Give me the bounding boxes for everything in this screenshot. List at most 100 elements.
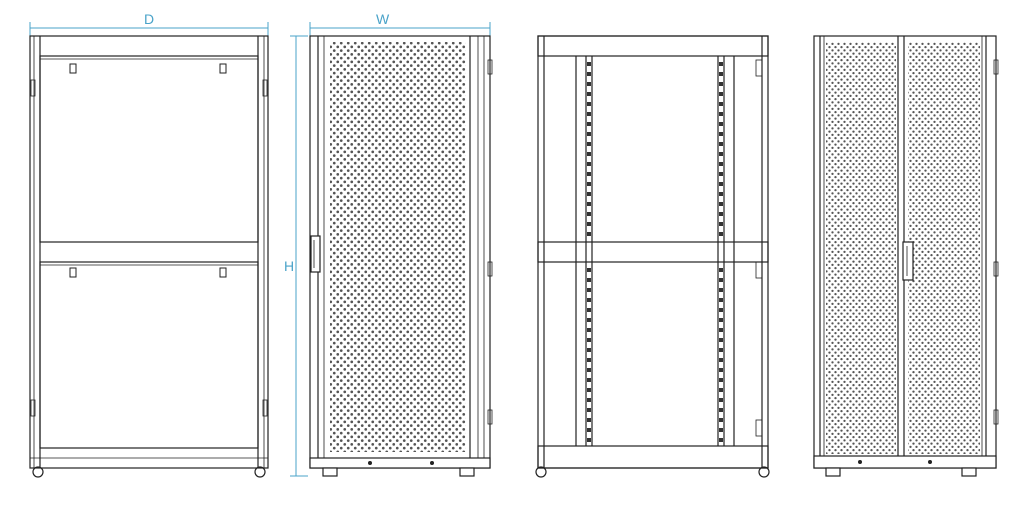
rack-rail-hole: [719, 162, 723, 166]
rack-rail-hole: [719, 348, 723, 352]
frame-caster-right: [758, 466, 770, 478]
frame-view: [535, 35, 770, 478]
rack-rail-hole: [719, 298, 723, 302]
side-view: [29, 35, 269, 478]
rack-rail-hole: [719, 328, 723, 332]
rack-rail-hole: [587, 192, 591, 196]
frame-bottom-beam: [537, 445, 769, 469]
rack-rail-hole: [587, 408, 591, 412]
rack-rail-hole: [719, 368, 723, 372]
side-caster-right: [254, 466, 266, 478]
frame-caster-left: [535, 466, 547, 478]
rack-rail-left: [575, 56, 593, 446]
rack-rail-hole: [587, 418, 591, 422]
rack-rail-hole: [719, 212, 723, 216]
rack-rail-hole: [587, 62, 591, 66]
rack-rail-hole: [587, 278, 591, 282]
double-door-view: [813, 35, 999, 477]
rack-rail-hole: [587, 132, 591, 136]
rack-rail-hole: [587, 348, 591, 352]
rack-rail-hole: [719, 288, 723, 292]
rack-rail-hole: [719, 278, 723, 282]
rack-rail-hole: [587, 318, 591, 322]
rack-rail-hole: [587, 438, 591, 442]
rack-rail-hole: [587, 112, 591, 116]
rack-rail-hole: [587, 378, 591, 382]
rack-rail-hole: [719, 378, 723, 382]
rack-rail-hole: [587, 162, 591, 166]
front-door-view: [309, 35, 493, 477]
rack-rail-hole: [719, 268, 723, 272]
rack-rail-hole: [587, 142, 591, 146]
rack-rail-hole: [587, 222, 591, 226]
side-latch-upper-right: [219, 63, 227, 74]
front-door-handle: [310, 235, 321, 273]
rack-rail-hole: [587, 268, 591, 272]
rack-rail-hole: [587, 182, 591, 186]
double-door-left-perforation: [826, 42, 896, 454]
double-door-foot-left: [825, 467, 841, 477]
rack-rail-hole: [719, 192, 723, 196]
rack-rail-hole: [719, 232, 723, 236]
rack-rail-hole: [587, 232, 591, 236]
rack-rail-hole: [719, 338, 723, 342]
rack-rail-hole: [587, 298, 591, 302]
front-door-perforation: [330, 42, 466, 452]
side-latch-upper-left: [69, 63, 77, 74]
rack-rail-hole: [719, 72, 723, 76]
frame-middle-beam: [537, 241, 769, 263]
rack-rail-hole: [587, 172, 591, 176]
rack-rail-hole: [587, 338, 591, 342]
side-view-outline: [29, 35, 269, 469]
rack-rail-hole: [719, 408, 723, 412]
rack-rail-hole: [587, 428, 591, 432]
rack-rail-hole: [719, 142, 723, 146]
rack-rail-hole: [719, 358, 723, 362]
rack-rail-hole: [719, 132, 723, 136]
rack-rail-hole: [719, 92, 723, 96]
rack-rail-hole: [587, 308, 591, 312]
rack-rail-hole: [719, 152, 723, 156]
rack-rail-holes: [587, 62, 723, 442]
rack-rail-hole: [719, 122, 723, 126]
rack-rail-hole: [587, 92, 591, 96]
side-caster-left: [32, 466, 44, 478]
side-latch-lower-left: [69, 267, 77, 278]
double-door-foot-right: [961, 467, 977, 477]
rack-rail-hole: [719, 428, 723, 432]
rack-rail-hole: [587, 82, 591, 86]
rack-rail-hole: [719, 62, 723, 66]
side-latch-lower-right: [219, 267, 227, 278]
height-label: H: [284, 258, 295, 274]
rack-rail-hole: [719, 182, 723, 186]
width-dimension-line: [309, 22, 491, 38]
rack-rail-hole: [587, 368, 591, 372]
side-panel-lower: [39, 261, 259, 449]
rack-rail-hole: [587, 288, 591, 292]
height-dimension-line: [290, 35, 308, 477]
front-foot-left: [322, 467, 338, 477]
double-door-base-plinth: [813, 455, 997, 469]
double-door-handle: [902, 241, 914, 281]
rack-rail-hole: [587, 398, 591, 402]
front-foot-right: [459, 467, 475, 477]
rack-rail-hole: [587, 202, 591, 206]
rack-rail-hole: [719, 398, 723, 402]
rack-rail-hole: [587, 72, 591, 76]
rack-rail-hole: [587, 122, 591, 126]
rack-rail-hole: [719, 308, 723, 312]
rack-rail-hole: [587, 358, 591, 362]
depth-label: D: [144, 11, 155, 27]
rack-rail-hole: [719, 82, 723, 86]
side-panel-upper: [39, 55, 259, 243]
rack-rail-hole: [719, 388, 723, 392]
rack-rail-hole: [587, 102, 591, 106]
rack-rail-hole: [719, 438, 723, 442]
rack-rail-hole: [587, 212, 591, 216]
rack-rail-hole: [719, 222, 723, 226]
rack-rail-hole: [587, 152, 591, 156]
frame-top-beam: [537, 35, 769, 57]
rack-rail-hole: [719, 102, 723, 106]
